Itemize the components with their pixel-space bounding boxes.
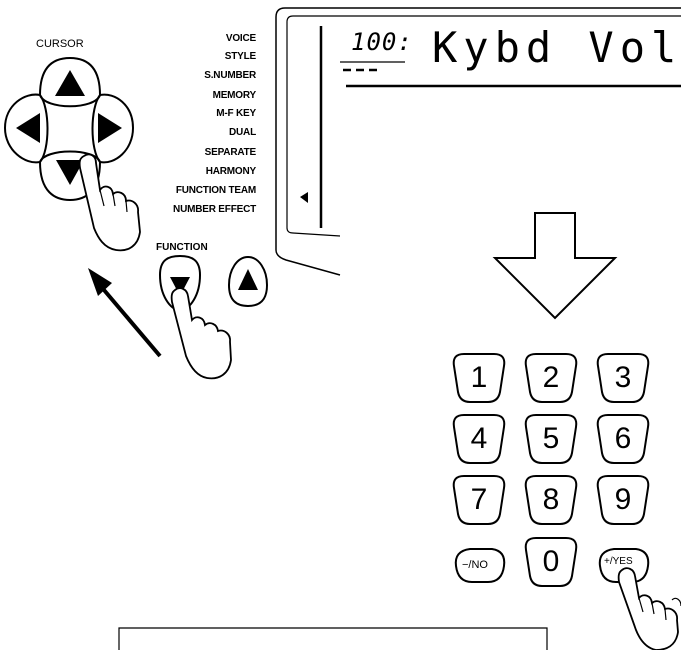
cursor-right-button[interactable]: [91, 93, 135, 164]
big-down-arrow-icon: [492, 212, 618, 320]
key-8-label: 8: [542, 483, 560, 516]
key-2-button[interactable]: [524, 353, 578, 403]
right-arrow-icon: [98, 113, 122, 143]
menu-item-dual: DUAL: [229, 127, 256, 138]
key-6-label: 6: [614, 422, 632, 455]
key-7-label: 7: [470, 483, 488, 516]
bottom-caption-box: [118, 627, 548, 650]
key-6-button[interactable]: [596, 414, 650, 464]
menu-item-s-number: S.NUMBER: [204, 70, 256, 81]
up-arrow-icon: [55, 70, 85, 96]
menu-item-number-effect: NUMBER EFFECT: [173, 204, 256, 215]
cursor-title: CURSOR: [36, 38, 84, 50]
lcd-function-name: Kybd Vol: [432, 23, 681, 72]
key-9-button[interactable]: [596, 475, 650, 525]
key-5-label: 5: [542, 422, 560, 455]
down-arrow-icon: [56, 160, 84, 185]
function-down-button[interactable]: [158, 254, 202, 312]
pointing-hand-icon: [617, 567, 679, 650]
keypad: [452, 353, 650, 587]
function-down-arrow-icon: [170, 277, 190, 296]
menu-item-m-f-key: M-F KEY: [216, 108, 256, 119]
cursor-left-button[interactable]: [3, 93, 49, 164]
yes-label: +/YES: [604, 556, 633, 567]
menu-item-style: STYLE: [224, 51, 256, 62]
function-title: FUNCTION: [156, 242, 208, 253]
key-0-label: 0: [542, 545, 560, 578]
function-up-button[interactable]: [227, 255, 269, 308]
lcd-function-number: 100:: [351, 28, 413, 56]
key-5-button[interactable]: [524, 414, 578, 464]
key-1-label: 1: [470, 361, 488, 394]
pointing-hand-icon: [170, 287, 232, 380]
key-7-button[interactable]: [452, 475, 506, 525]
lcd-panel: [275, 7, 681, 276]
menu-item-voice: VOICE: [225, 33, 256, 44]
menu-item-separate: SEPARATE: [204, 147, 257, 158]
no-label: −/NO: [462, 559, 488, 571]
key-1-button[interactable]: [452, 353, 506, 403]
key-3-button[interactable]: [596, 353, 650, 403]
pointing-hand-icon: [78, 153, 141, 252]
key-2-label: 2: [542, 361, 560, 394]
key-4-label: 4: [470, 422, 488, 455]
key-9-label: 9: [614, 483, 632, 516]
function-up-arrow-icon: [238, 269, 258, 290]
key-4-button[interactable]: [452, 414, 506, 464]
menu-item-memory: MEMORY: [212, 90, 257, 101]
key-0-button[interactable]: [524, 537, 578, 587]
left-arrow-icon: [16, 113, 40, 143]
key-3-label: 3: [614, 361, 632, 394]
no-button[interactable]: [454, 548, 506, 583]
lcd-indicator-arrow-icon: [300, 192, 308, 203]
key-8-button[interactable]: [524, 475, 578, 525]
menu-item-function-team: FUNCTION TEAM: [175, 185, 256, 196]
pointer-arrow: [88, 268, 162, 358]
cursor-up-button[interactable]: [38, 56, 102, 108]
menu-item-harmony: HARMONY: [205, 166, 256, 177]
cursor-pad: [3, 56, 135, 202]
